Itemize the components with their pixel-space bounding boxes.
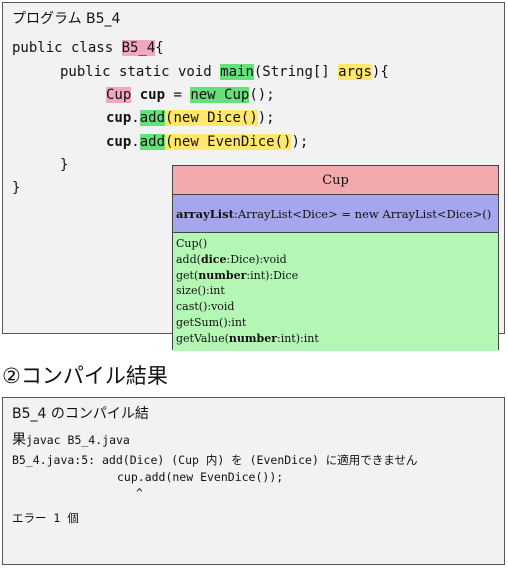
dice-arg-highlight: (new Dice()	[165, 110, 258, 126]
add-highlight: add	[139, 134, 166, 150]
uml-op: add(dice:Dice):void	[176, 252, 287, 266]
code-text: {	[155, 40, 164, 56]
code-line-3: Cup cup = new Cup();	[106, 86, 275, 104]
uml-op: getValue(number:int):int	[176, 331, 319, 345]
uml-op: size():int	[176, 284, 225, 298]
code-line-1: public class B5_4{	[12, 39, 164, 57]
code-text: public static void	[60, 64, 221, 80]
cup-variable: cup	[139, 87, 166, 103]
section-heading: ②コンパイル結果	[2, 364, 168, 388]
compile-line-2: B5_4.java:5: add(Dice) (Cup 内) を (EvenDi…	[12, 453, 418, 467]
compile-panel: B5_4 のコンパイル結 果javac B5_4.java B5_4.java:…	[2, 397, 505, 565]
compile-line-3: cup.add(new EvenDice());	[117, 470, 284, 484]
compile-panel-title: B5_4 のコンパイル結	[12, 406, 149, 422]
code-text: public class	[12, 40, 122, 56]
code-text: .	[131, 134, 140, 150]
new-cup-highlight: new Cup	[190, 87, 250, 103]
code-text: ){	[371, 64, 389, 80]
code-line-2: public static void main(String[] args){	[60, 63, 389, 81]
cup-variable: cup	[106, 110, 132, 126]
uml-class-name: Cup	[173, 166, 498, 195]
compile-line-1: 果javac B5_4.java	[12, 432, 130, 448]
compile-caret: ^	[136, 486, 143, 500]
args-highlight: args	[338, 64, 372, 80]
code-line-7: }	[12, 180, 21, 196]
code-text: ();	[249, 87, 275, 103]
uml-attr-name: arrayList	[176, 206, 234, 221]
compile-line-5: エラー 1 個	[12, 511, 79, 525]
code-text: (String[]	[253, 64, 339, 80]
cup-variable: cup	[106, 134, 132, 150]
code-line-4: cup.add(new Dice());	[106, 109, 275, 127]
uml-op: getSum():int	[176, 315, 247, 329]
uml-attr-type: :ArrayList<Dice> = new ArrayList<Dice>()	[233, 206, 492, 221]
uml-op: get(number:int):Dice	[176, 268, 299, 282]
uml-operations: Cup() add(dice:Dice):void get(number:int…	[173, 233, 498, 351]
code-line-5: cup.add(new EvenDice());	[106, 133, 308, 151]
uml-attributes: arrayList:ArrayList<Dice> = new ArrayLis…	[173, 195, 498, 233]
code-line-6: }	[60, 157, 69, 173]
cup-type-highlight: Cup	[106, 87, 132, 103]
uml-op: Cup()	[176, 237, 208, 250]
code-text: );	[257, 110, 275, 126]
class-name-highlight: B5_4	[121, 40, 156, 56]
code-text: );	[291, 134, 309, 150]
code-text: =	[165, 87, 191, 103]
uml-class-diagram: Cup arrayList:ArrayList<Dice> = new Arra…	[172, 165, 499, 351]
code-panel-title: プログラム B5_4	[12, 11, 121, 27]
uml-op: cast():void	[176, 300, 235, 314]
add-highlight: add	[139, 110, 166, 126]
code-text: .	[131, 110, 140, 126]
evendice-arg-highlight: (new EvenDice()	[165, 134, 292, 150]
main-highlight: main	[220, 64, 254, 80]
